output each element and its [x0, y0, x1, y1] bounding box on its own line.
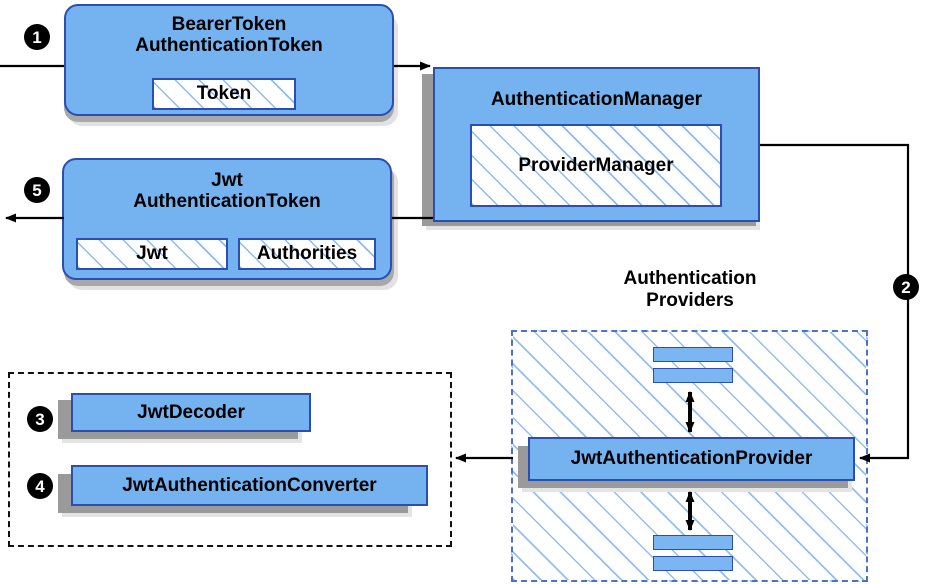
jwt-authentication-provider-box[interactable]: JwtAuthenticationProvider [528, 437, 855, 481]
jwt-token-slot-authorities[interactable]: Authorities [238, 238, 376, 270]
step-marker-1: 1 [24, 24, 50, 50]
bearer-token-slot-token[interactable]: Token [152, 78, 296, 110]
jwt-decoder-box[interactable]: JwtDecoder [71, 393, 311, 432]
provider-bar-top-2 [653, 368, 733, 383]
provider-bar-bottom-2 [653, 556, 733, 571]
authentication-manager-title: AuthenticationManager [490, 89, 703, 110]
step-marker-3: 3 [27, 406, 53, 432]
jwt-support-region [8, 372, 452, 547]
authentication-providers-caption-line1: Authentication [623, 268, 757, 289]
bearer-token-title-line2: AuthenticationToken [135, 35, 323, 57]
provider-manager-inner[interactable]: ProviderManager [470, 124, 722, 207]
bearer-token-title-line1: BearerToken [171, 14, 287, 35]
jwt-token-title-line1: Jwt [211, 170, 243, 191]
step-marker-4: 4 [27, 473, 53, 499]
step-marker-5: 5 [24, 177, 50, 203]
provider-bar-bottom-1 [653, 535, 733, 550]
jwt-token-title-line2: AuthenticationToken [133, 191, 321, 213]
authentication-providers-caption-line2: Providers [646, 289, 734, 311]
step-marker-2: 2 [893, 274, 919, 300]
jwt-authentication-converter-box[interactable]: JwtAuthenticationConverter [71, 465, 428, 506]
jwt-token-slot-jwt[interactable]: Jwt [76, 238, 228, 270]
provider-bar-top-1 [653, 347, 733, 362]
